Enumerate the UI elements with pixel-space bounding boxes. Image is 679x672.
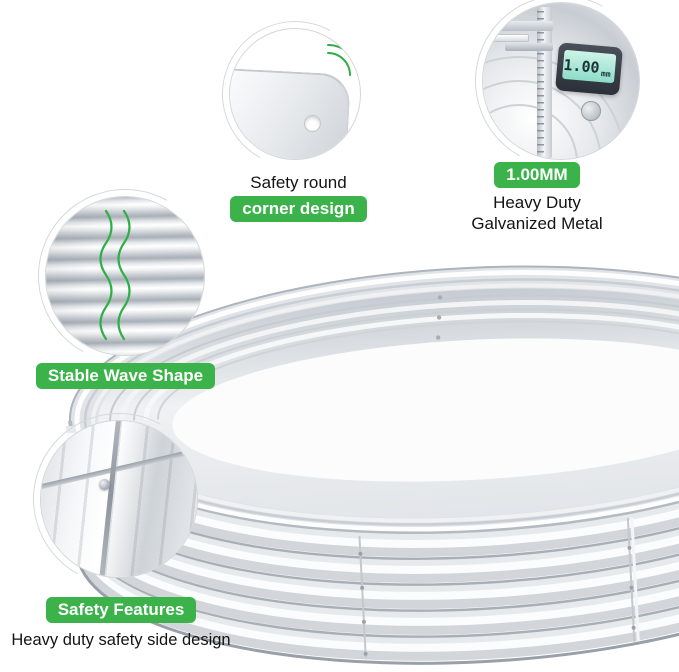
caliper-lcd-screen: 1.00 mm bbox=[562, 49, 617, 84]
thickness-heading-line2: Galvanized Metal bbox=[471, 214, 603, 233]
caliper-photo: 1.00 mm bbox=[482, 2, 640, 160]
callout-safety bbox=[12, 392, 226, 606]
wave-photo bbox=[45, 196, 205, 356]
bed-floor bbox=[172, 338, 679, 482]
caliper-upper-jaw bbox=[499, 21, 553, 31]
panel-seams bbox=[358, 517, 640, 658]
corner-design-badge: corner design bbox=[230, 196, 367, 222]
wave-badge: Stable Wave Shape bbox=[35, 363, 216, 389]
safety-caption: Heavy duty safety side design bbox=[11, 631, 231, 649]
side-panel-closeup bbox=[41, 421, 197, 577]
thickness-badge: 1.00MM bbox=[494, 162, 580, 188]
corner-photo bbox=[229, 28, 361, 160]
corner-label-group: Safety round corner design bbox=[211, 172, 386, 222]
caliper-thumb-wheel bbox=[581, 101, 601, 121]
caliper-unit: mm bbox=[600, 69, 612, 79]
measured-sheet-edge bbox=[493, 34, 529, 42]
bolt-icon bbox=[99, 479, 110, 490]
callout-corner bbox=[204, 3, 386, 185]
caliper-lower-jaw bbox=[505, 43, 553, 51]
corner-heading: Safety round bbox=[250, 173, 347, 192]
corner-hole bbox=[304, 115, 321, 132]
callout-wave bbox=[17, 168, 233, 384]
caliper-lcd: 1.00 mm bbox=[555, 42, 623, 96]
caliper-scale bbox=[537, 11, 544, 155]
inner-rivets bbox=[435, 295, 443, 340]
garden-bed-ring bbox=[63, 265, 679, 672]
thickness-heading-line1: Heavy Duty bbox=[493, 193, 581, 212]
safety-label-group: Safety Features Heavy duty safety side d… bbox=[6, 597, 236, 650]
side-seam-photo bbox=[40, 420, 198, 578]
wave-lines-icon bbox=[99, 209, 131, 341]
caliper-reading: 1.00 bbox=[562, 55, 601, 77]
thickness-label-group: 1.00MM Heavy Duty Galvanized Metal bbox=[444, 162, 630, 234]
wave-label-group: Stable Wave Shape bbox=[18, 363, 233, 389]
metal-curve-bands bbox=[483, 56, 626, 159]
round-corner-arcs-icon bbox=[327, 36, 360, 76]
callout-thickness: 1.00 mm bbox=[454, 0, 668, 188]
safety-badge: Safety Features bbox=[45, 597, 197, 623]
